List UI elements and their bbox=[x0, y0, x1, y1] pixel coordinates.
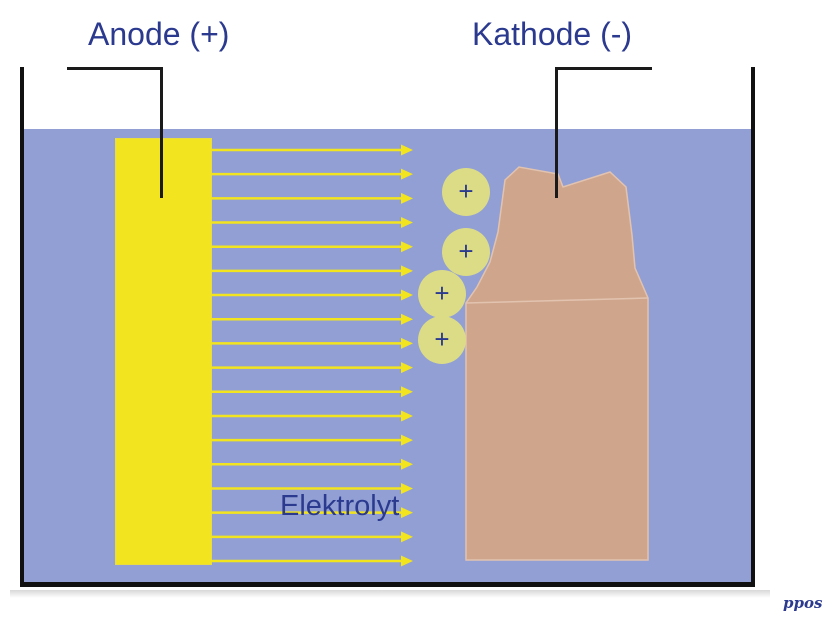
ion: + bbox=[418, 270, 466, 318]
anode-lead-horizontal bbox=[67, 67, 163, 70]
ion: + bbox=[442, 228, 490, 276]
ion-charge-label: + bbox=[434, 278, 449, 308]
current-arrow bbox=[211, 531, 413, 543]
watermark: ppos bbox=[783, 594, 823, 612]
anode-title: Anode (+) bbox=[88, 16, 230, 52]
cathode-body bbox=[465, 166, 649, 561]
current-arrow bbox=[211, 241, 413, 253]
tank-right-wall bbox=[751, 67, 755, 587]
anode-plate bbox=[115, 138, 212, 565]
current-arrow bbox=[211, 482, 413, 494]
current-arrow bbox=[211, 507, 413, 519]
kathode-lead-vertical bbox=[555, 67, 558, 198]
current-arrow bbox=[211, 144, 413, 156]
kathode-lead-horizontal bbox=[555, 67, 652, 70]
current-arrow bbox=[211, 217, 413, 229]
current-arrow bbox=[211, 555, 413, 567]
current-arrow bbox=[211, 289, 413, 301]
floor-shadow bbox=[10, 590, 770, 598]
tank-bottom bbox=[20, 582, 755, 587]
current-arrow bbox=[211, 265, 413, 277]
current-arrow bbox=[211, 168, 413, 180]
ion-group: + + + + bbox=[418, 168, 490, 364]
ion: + bbox=[442, 168, 490, 216]
current-arrow bbox=[211, 434, 413, 446]
current-arrow bbox=[211, 458, 413, 470]
current-arrow bbox=[211, 386, 413, 398]
cathode-deposit-boundary bbox=[465, 297, 649, 304]
ion-charge-label: + bbox=[434, 324, 449, 354]
ion-charge-label: + bbox=[458, 176, 473, 206]
ion-charge-label: + bbox=[458, 236, 473, 266]
anode-lead-vertical bbox=[160, 67, 163, 198]
current-arrow bbox=[211, 410, 413, 422]
kathode-title: Kathode (-) bbox=[472, 16, 633, 52]
current-arrow bbox=[211, 192, 413, 204]
tank-left-wall bbox=[20, 67, 24, 587]
current-arrow bbox=[211, 362, 413, 374]
current-arrow bbox=[211, 337, 413, 349]
electrolyte-label: Elektrolyt bbox=[280, 490, 400, 522]
current-arrow bbox=[211, 313, 413, 325]
current-arrows bbox=[211, 144, 413, 567]
ion: + bbox=[418, 316, 466, 364]
